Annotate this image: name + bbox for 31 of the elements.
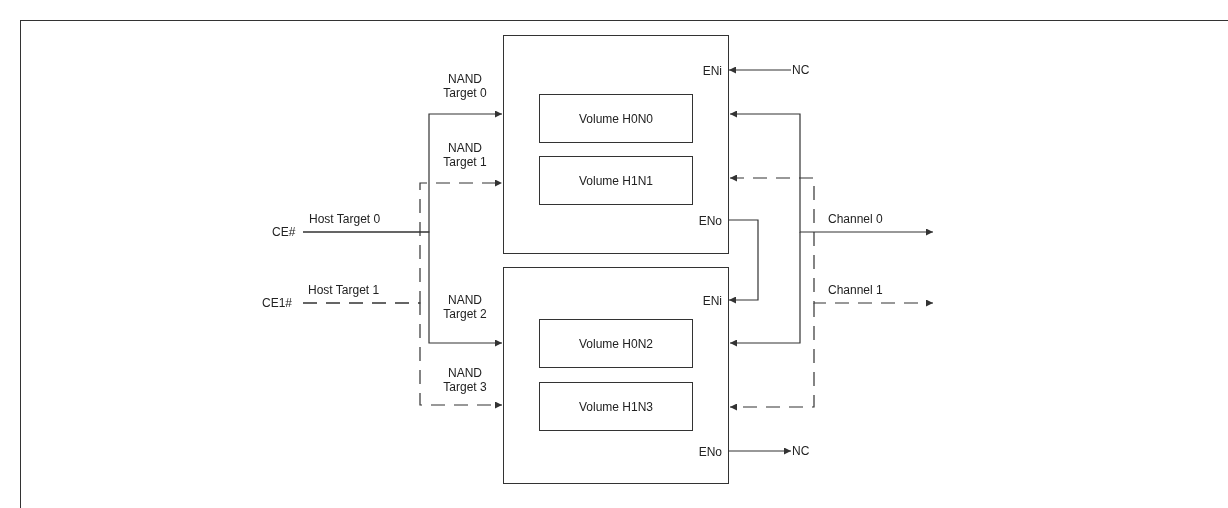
arrow xyxy=(302,302,503,409)
edge-label: NAND Target 3 xyxy=(442,366,488,394)
pin-label: ENo xyxy=(693,445,729,459)
pin-label: ENo xyxy=(693,214,729,228)
arrow xyxy=(728,66,792,74)
edge-label: NAND Target 1 xyxy=(442,141,488,169)
edge-label: Channel 0 xyxy=(828,212,883,226)
arrow xyxy=(729,302,815,411)
edge-label: NAND Target 0 xyxy=(442,72,488,100)
arrow xyxy=(729,110,934,236)
pin-label: ENi xyxy=(698,64,729,78)
arrow xyxy=(728,447,792,455)
die-box xyxy=(503,35,729,254)
volume-box: Volume H1N1 xyxy=(539,156,693,205)
arrow xyxy=(302,231,503,347)
volume-box: Volume H0N0 xyxy=(539,94,693,143)
signal-label: CE1# xyxy=(262,296,302,310)
die-box xyxy=(503,267,729,484)
signal-label: NC xyxy=(792,63,814,77)
arrow xyxy=(729,174,934,307)
edge-label: NAND Target 2 xyxy=(442,293,488,321)
line-label: Host Target 0 xyxy=(309,212,381,226)
line-label: Host Target 1 xyxy=(308,283,380,297)
signal-label: CE# xyxy=(272,225,302,239)
edge-label: Channel 1 xyxy=(828,283,883,297)
pin-label: ENi xyxy=(698,294,729,308)
arrow xyxy=(728,219,759,304)
signal-label: NC xyxy=(792,444,814,458)
volume-box: Volume H0N2 xyxy=(539,319,693,368)
volume-box: Volume H1N3 xyxy=(539,382,693,431)
arrow xyxy=(729,231,801,347)
